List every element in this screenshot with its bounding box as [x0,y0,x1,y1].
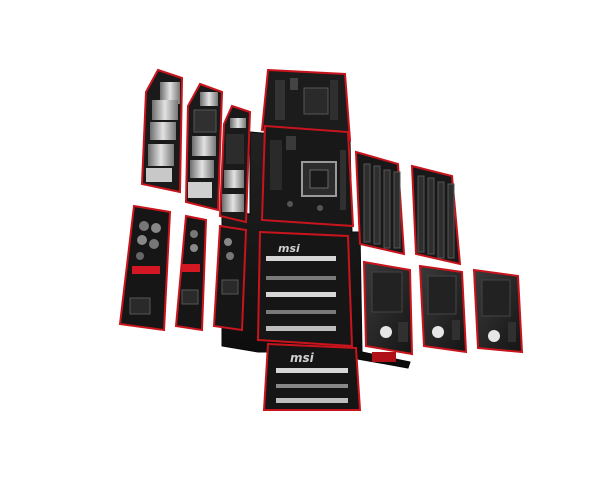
dimm-panel-2 [410,164,462,266]
chipset-heatsink-1 [362,260,414,356]
audio-panel-3 [212,224,248,332]
io-connector-stack-1 [140,68,184,194]
bottom-chipset-panel: msi [262,342,362,411]
audio-panel-1 [118,204,172,332]
cpu-socket-panel [260,124,355,228]
msi-logo-lower: msi [290,351,315,365]
io-connector-stack-3 [218,104,252,224]
msi-logo-upper: msi [278,242,300,255]
audio-panel-2 [174,214,208,332]
pcie-slot-panel: msi [256,230,354,348]
cpu-top-panel [260,68,352,142]
dimm-panel-1 [354,150,406,256]
io-connector-stack-2 [184,82,224,212]
chipset-heatsink-2 [418,264,468,354]
chipset-heatsink-3 [472,268,524,354]
